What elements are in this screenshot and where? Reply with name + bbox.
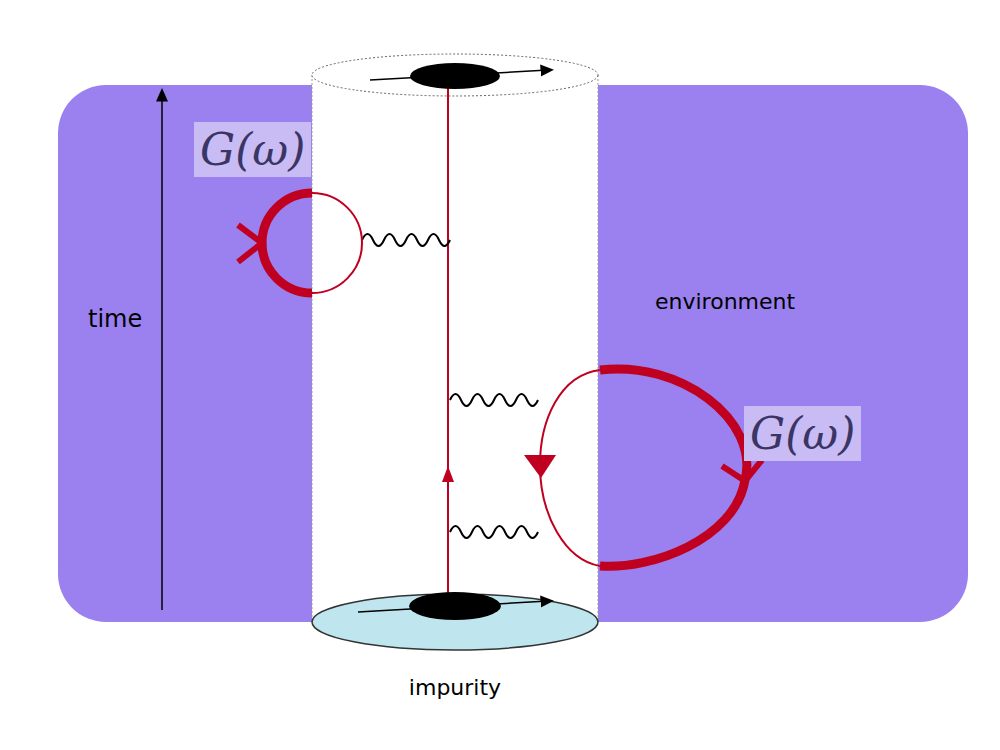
- cylinder-body: [312, 75, 598, 622]
- spin-arrow: [358, 601, 548, 612]
- interaction-line: [450, 526, 538, 538]
- loop-arrow: [722, 460, 762, 481]
- time-axis: [161, 94, 163, 610]
- cylinder-top: [312, 54, 598, 96]
- bubble-loop: [540, 370, 600, 566]
- greens-function-label: G(ω): [744, 406, 861, 461]
- interaction-line: [362, 234, 450, 246]
- impurity-spin: [410, 63, 500, 89]
- impurity-cylinder: impurity: [312, 55, 598, 720]
- interaction-line: [450, 394, 538, 406]
- node-label: impurity: [409, 675, 501, 700]
- worldline: [447, 80, 449, 610]
- axis-label: time: [88, 305, 142, 333]
- spin-arrow: [370, 70, 548, 80]
- loop-arrow: [524, 455, 556, 478]
- dressed-propagator: [262, 193, 312, 293]
- bubble-loop: [262, 193, 362, 293]
- worldline-arrow: [442, 466, 454, 482]
- node-label: environment: [655, 289, 795, 314]
- greens-function-label: G(ω): [194, 122, 311, 177]
- loop-arrow: [238, 225, 262, 262]
